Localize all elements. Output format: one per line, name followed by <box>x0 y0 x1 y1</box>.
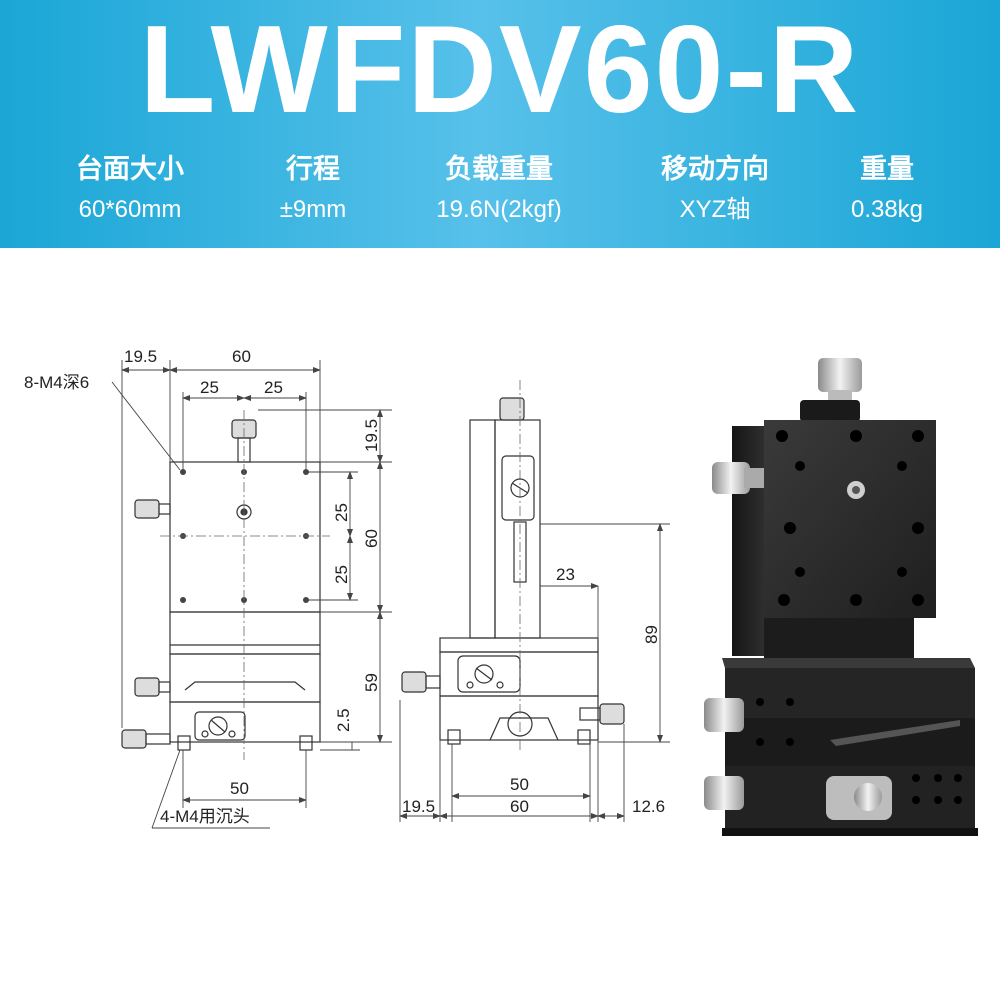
product-photo <box>704 358 978 836</box>
spec-value: ±9mm <box>279 196 347 223</box>
spec-value: 19.6N(2kgf) <box>436 196 562 223</box>
spec-label: 重量 <box>860 154 914 185</box>
front-dimension-labels: 19.5 60 25 25 8-M4深6 19.5 25 25 60 59 2.… <box>24 347 381 826</box>
header-banner: LWFDV60-R 台面大小 60*60mm 行程 ±9mm 负载重量 19.6… <box>0 0 1000 248</box>
front-x-knob <box>134 499 160 519</box>
front-y-knob <box>134 677 160 697</box>
model-title: LWFDV60-R <box>139 1 861 139</box>
spec-value: XYZ轴 <box>679 196 751 223</box>
front-dimensions <box>111 360 392 829</box>
spec-label: 行程 <box>286 154 340 185</box>
side-dimension-labels: 23 89 50 60 19.5 12.6 <box>402 565 665 816</box>
dim-base-height: 59 <box>362 673 381 692</box>
dim-slide: 23 <box>556 565 575 584</box>
spec-direction: 移动方向 XYZ轴 <box>620 150 810 230</box>
photo-base-knob <box>704 776 744 810</box>
technical-drawing: 19.5 60 25 25 8-M4深6 19.5 25 25 60 59 2.… <box>24 347 978 836</box>
spec-value: 60*60mm <box>78 196 182 223</box>
side-z-knob <box>499 397 525 421</box>
side-y-knob <box>599 703 625 725</box>
photo-y-knob <box>704 698 744 732</box>
dim-hole-b: 25 <box>264 378 283 397</box>
side-x-knob <box>401 671 427 693</box>
dim-mount-spacing: 50 <box>230 779 249 798</box>
dim-side-mount-spacing: 50 <box>510 775 529 794</box>
dim-bottom-offset: 2.5 <box>334 708 353 732</box>
spec-table-size: 台面大小 60*60mm <box>35 150 225 230</box>
front-base <box>169 701 321 743</box>
front-stage-plate <box>169 461 321 613</box>
front-y-stage <box>169 653 321 703</box>
callout-thread-bottom: 4-M4用沉头 <box>160 807 250 826</box>
spec-label: 台面大小 <box>76 154 184 185</box>
spec-travel: 行程 ±9mm <box>218 150 408 230</box>
spec-weight: 重量 0.38kg <box>792 150 982 230</box>
spec-label: 移动方向 <box>661 154 769 185</box>
dim-hole-a: 25 <box>200 378 219 397</box>
front-view <box>121 410 330 760</box>
dim-side-height: 89 <box>642 625 661 644</box>
dim-side-left-offset: 19.5 <box>402 797 435 816</box>
callout-thread-top: 8-M4深6 <box>24 373 89 392</box>
dim-left-offset: 19.5 <box>124 347 157 366</box>
front-middle-block <box>169 611 321 655</box>
dim-height: 60 <box>362 529 381 548</box>
dim-v-spacing-a: 25 <box>332 503 351 522</box>
spec-load: 负载重量 19.6N(2kgf) <box>404 150 594 230</box>
dim-width: 60 <box>232 347 251 366</box>
side-z-column <box>494 419 541 639</box>
dim-top-offset: 19.5 <box>362 419 381 452</box>
side-z-plate <box>469 419 496 639</box>
photo-hole-pattern <box>776 430 924 606</box>
side-y-stage <box>439 695 599 741</box>
dim-side-right-offset: 12.6 <box>632 797 665 816</box>
dim-side-width: 60 <box>510 797 529 816</box>
dim-v-spacing-b: 25 <box>332 565 351 584</box>
spec-label: 负载重量 <box>445 154 553 185</box>
photo-x-knob <box>712 462 750 494</box>
spec-value: 0.38kg <box>850 196 924 223</box>
photo-stage-plate <box>764 420 936 618</box>
photo-z-knob <box>818 358 862 392</box>
front-base-knob <box>121 729 147 749</box>
photo-y-stage <box>725 668 975 718</box>
side-dimensions <box>399 523 670 822</box>
side-view <box>401 380 625 752</box>
